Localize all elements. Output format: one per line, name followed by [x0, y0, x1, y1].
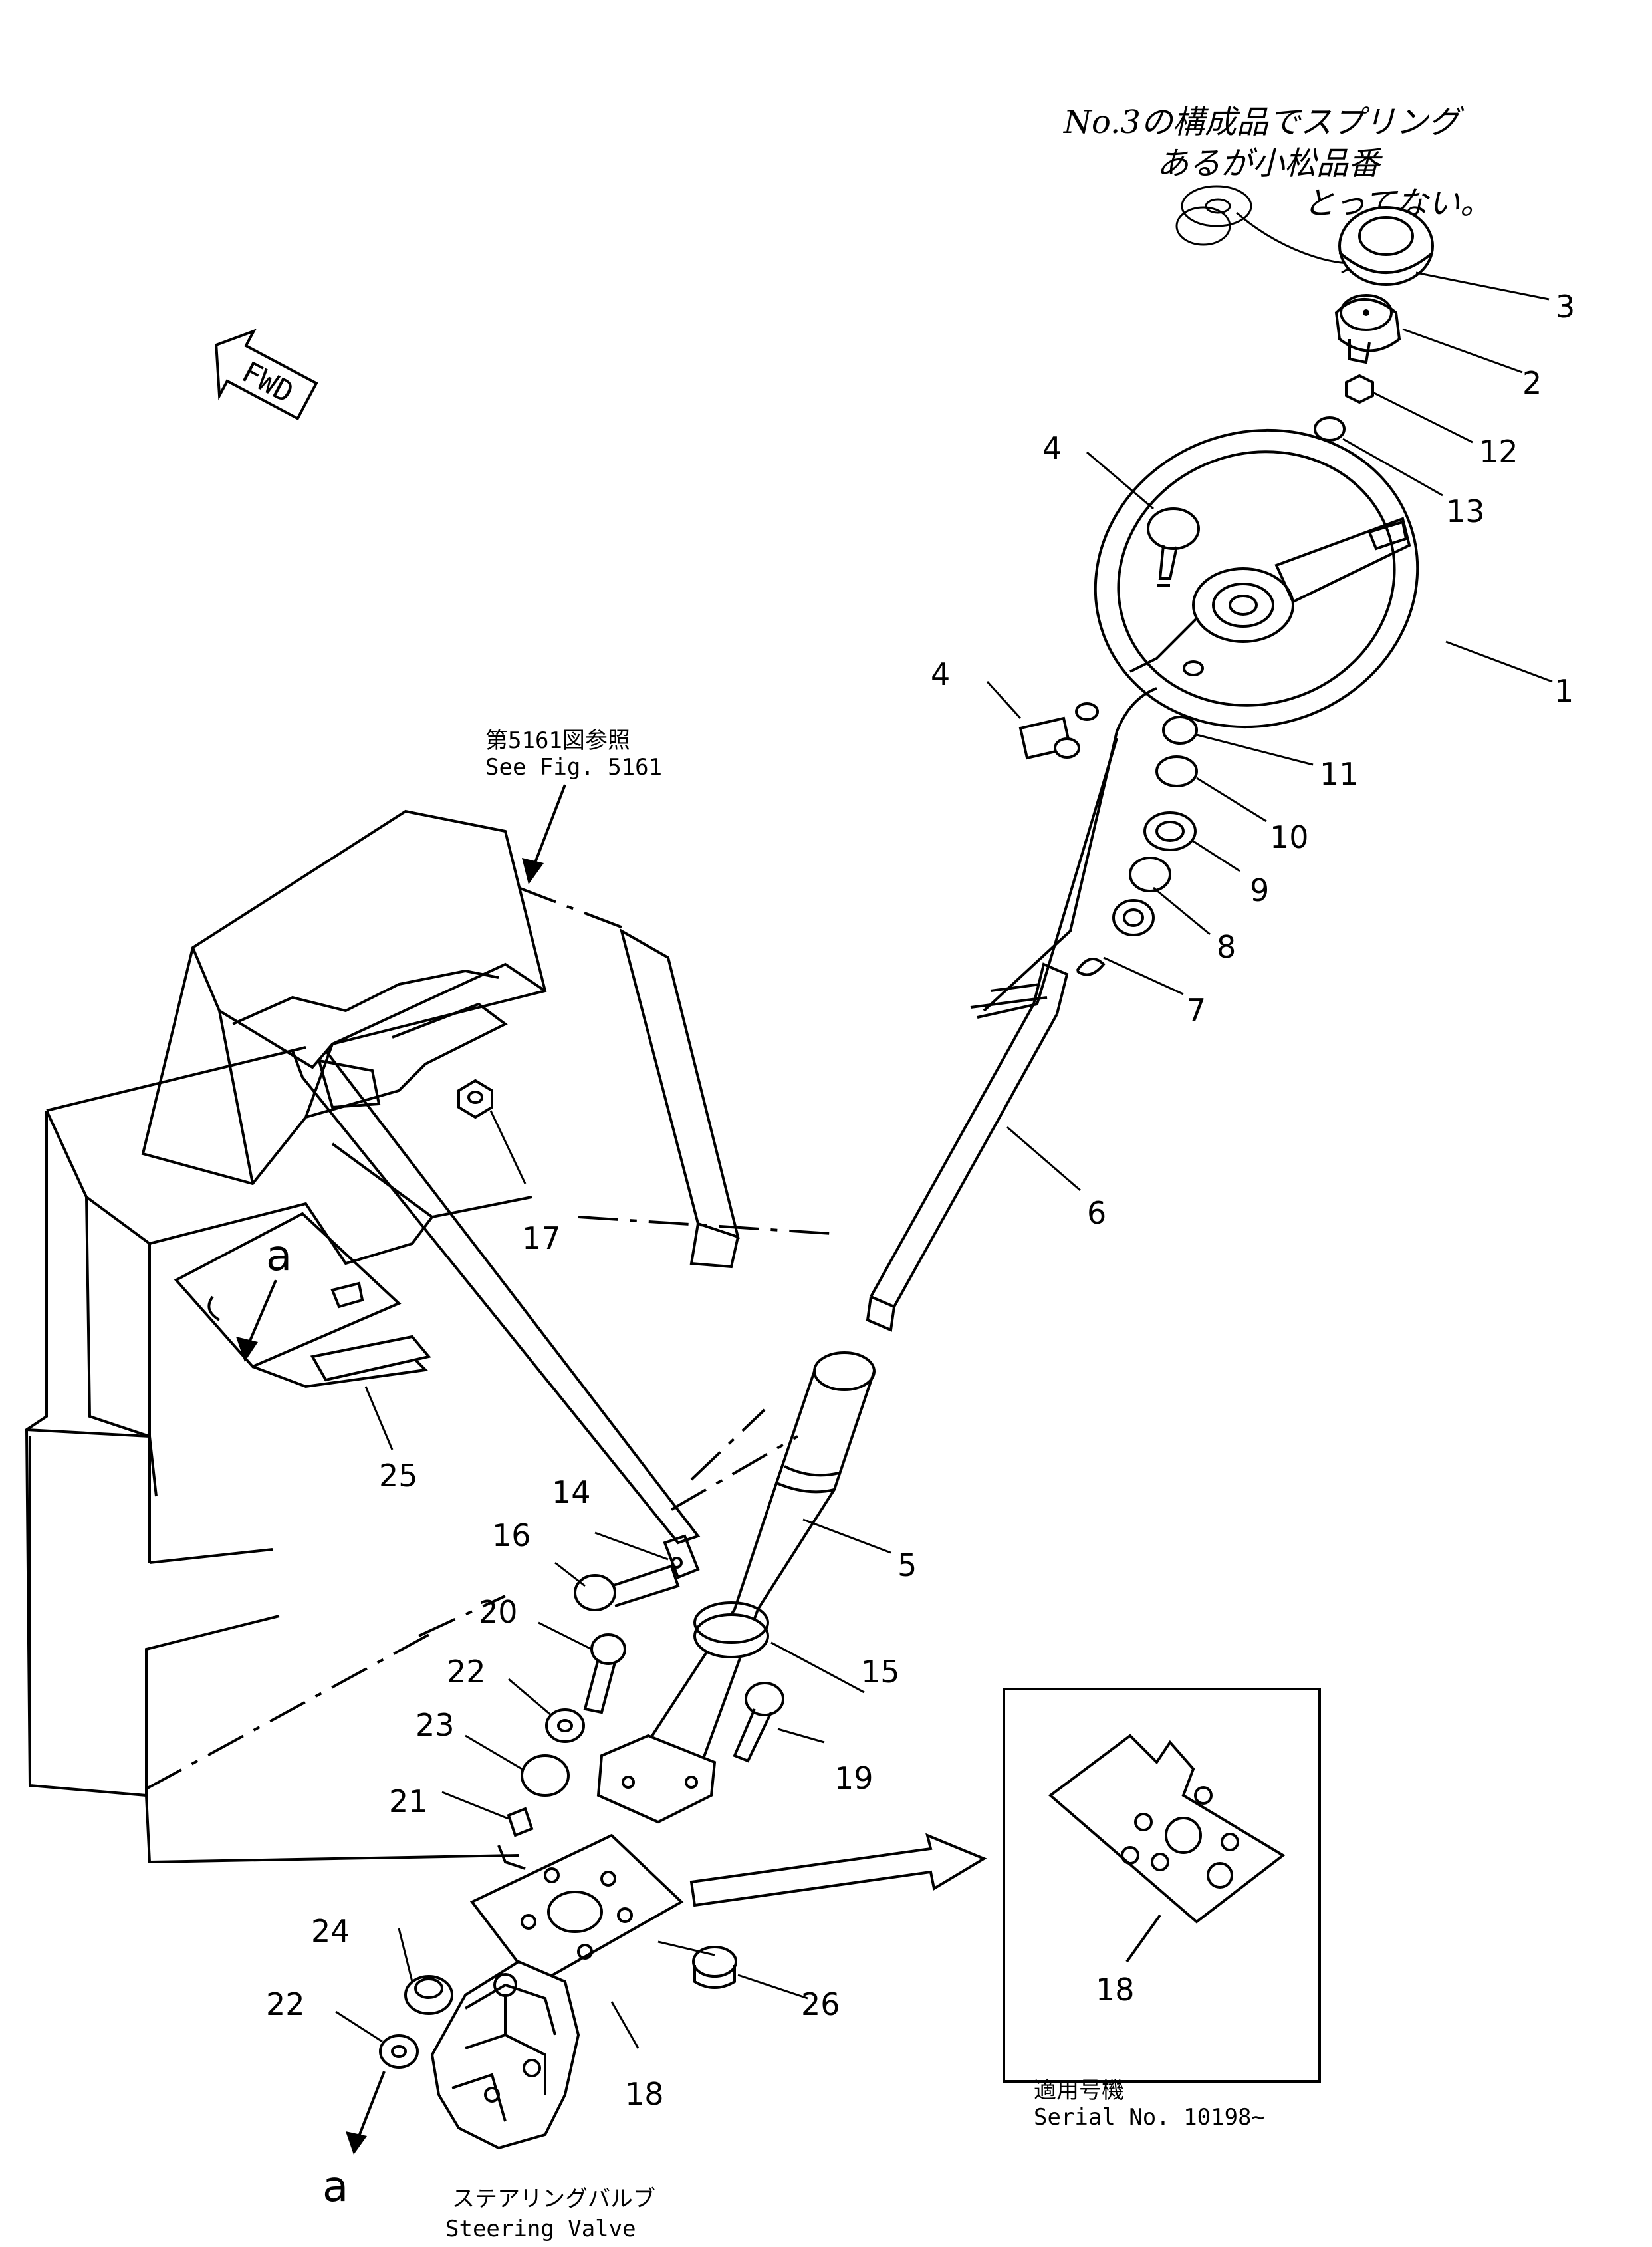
plug	[692, 1946, 737, 1989]
view-marker-lower: a	[322, 2163, 348, 2212]
callout-8: 8	[1217, 929, 1236, 965]
callout-3: 3	[1556, 289, 1575, 325]
callout-22-upper: 22	[447, 1654, 486, 1690]
steering-shaft	[866, 962, 1069, 1332]
callout-6: 6	[1087, 1195, 1106, 1231]
pin	[507, 1807, 534, 1837]
callout-16: 16	[492, 1518, 531, 1553]
washer	[379, 2034, 419, 2069]
serial-jp: 適用号機	[1034, 2077, 1124, 2104]
callout-12: 12	[1479, 434, 1518, 469]
bolt	[583, 1633, 626, 1714]
horn-switch	[970, 687, 1157, 1019]
mounting-plate	[469, 1833, 684, 1987]
inset-part-number: 18	[1096, 1972, 1135, 2008]
nut-lower	[404, 1975, 453, 2015]
leader-lines	[335, 271, 1553, 2049]
washer	[1314, 416, 1346, 442]
bolt	[574, 1564, 680, 1611]
washer	[545, 1708, 585, 1743]
washer	[1162, 716, 1198, 745]
callout-5: 5	[897, 1547, 917, 1583]
callout-10: 10	[1270, 819, 1309, 855]
callout-numbers: 1 2 3 4 4 5 6 7 8 9 10 11 12 13 14 15 16…	[266, 289, 1575, 2112]
hub-nut	[1334, 294, 1401, 364]
spring-washer-sketch	[1181, 185, 1252, 227]
callout-1: 1	[1554, 673, 1574, 709]
horn-cap	[1338, 206, 1434, 286]
callout-17: 17	[522, 1220, 561, 1256]
ref-label-jp: 第5161図参照	[485, 727, 630, 754]
bolt	[733, 1682, 784, 1763]
inset-box: 18	[1003, 1688, 1321, 2083]
callout-18: 18	[625, 2076, 664, 2112]
callout-21: 21	[389, 1784, 428, 1819]
bearing	[1112, 899, 1155, 936]
fwd-label: FWD	[236, 355, 298, 410]
callout-23: 23	[415, 1707, 455, 1743]
ref-label-en: See Fig. 5161	[485, 754, 662, 781]
serial-en: Serial No. 10198~	[1034, 2104, 1265, 2131]
view-marker-upper: a	[266, 1232, 292, 1281]
note-line-2: あるが小松品番	[1157, 145, 1383, 182]
callout-24: 24	[311, 1913, 350, 1949]
callout-25: 25	[379, 1458, 418, 1494]
fwd-arrow-icon: FWD	[215, 329, 318, 421]
circlip	[1076, 958, 1106, 976]
callout-22-lower: 22	[266, 1986, 305, 2022]
ref-arrow	[531, 784, 566, 872]
snap-ring	[1129, 857, 1171, 892]
knob	[1147, 507, 1200, 587]
callout-13: 13	[1446, 493, 1485, 529]
cab-frame	[25, 809, 832, 1864]
callout-7: 7	[1187, 992, 1206, 1028]
view-arrow	[354, 2071, 386, 2145]
nut	[1345, 374, 1374, 404]
steering-valve-jp: ステアリングバルブ	[452, 2186, 655, 2212]
callout-20: 20	[479, 1594, 518, 1630]
callout-14: 14	[552, 1474, 591, 1510]
callout-4-lower: 4	[931, 656, 950, 692]
callout-15: 15	[861, 1654, 900, 1690]
steering-valve-en: Steering Valve	[445, 2216, 636, 2242]
steering-wheel	[1094, 428, 1419, 729]
callout-2: 2	[1522, 365, 1542, 401]
collar	[1155, 755, 1198, 787]
ring	[1143, 811, 1197, 851]
callout-26: 26	[801, 1986, 840, 2022]
callout-4-upper: 4	[1042, 430, 1062, 466]
note-line-1: No.3の構成品でスプリング	[1063, 104, 1465, 141]
callout-9: 9	[1250, 872, 1269, 908]
callout-19: 19	[834, 1760, 874, 1796]
steering-column	[596, 1351, 876, 1824]
spacer	[521, 1754, 570, 1797]
nut	[457, 1079, 493, 1119]
callout-11: 11	[1320, 756, 1359, 792]
arrow-to-inset	[689, 1833, 987, 1907]
steering-valve	[430, 1960, 580, 2150]
